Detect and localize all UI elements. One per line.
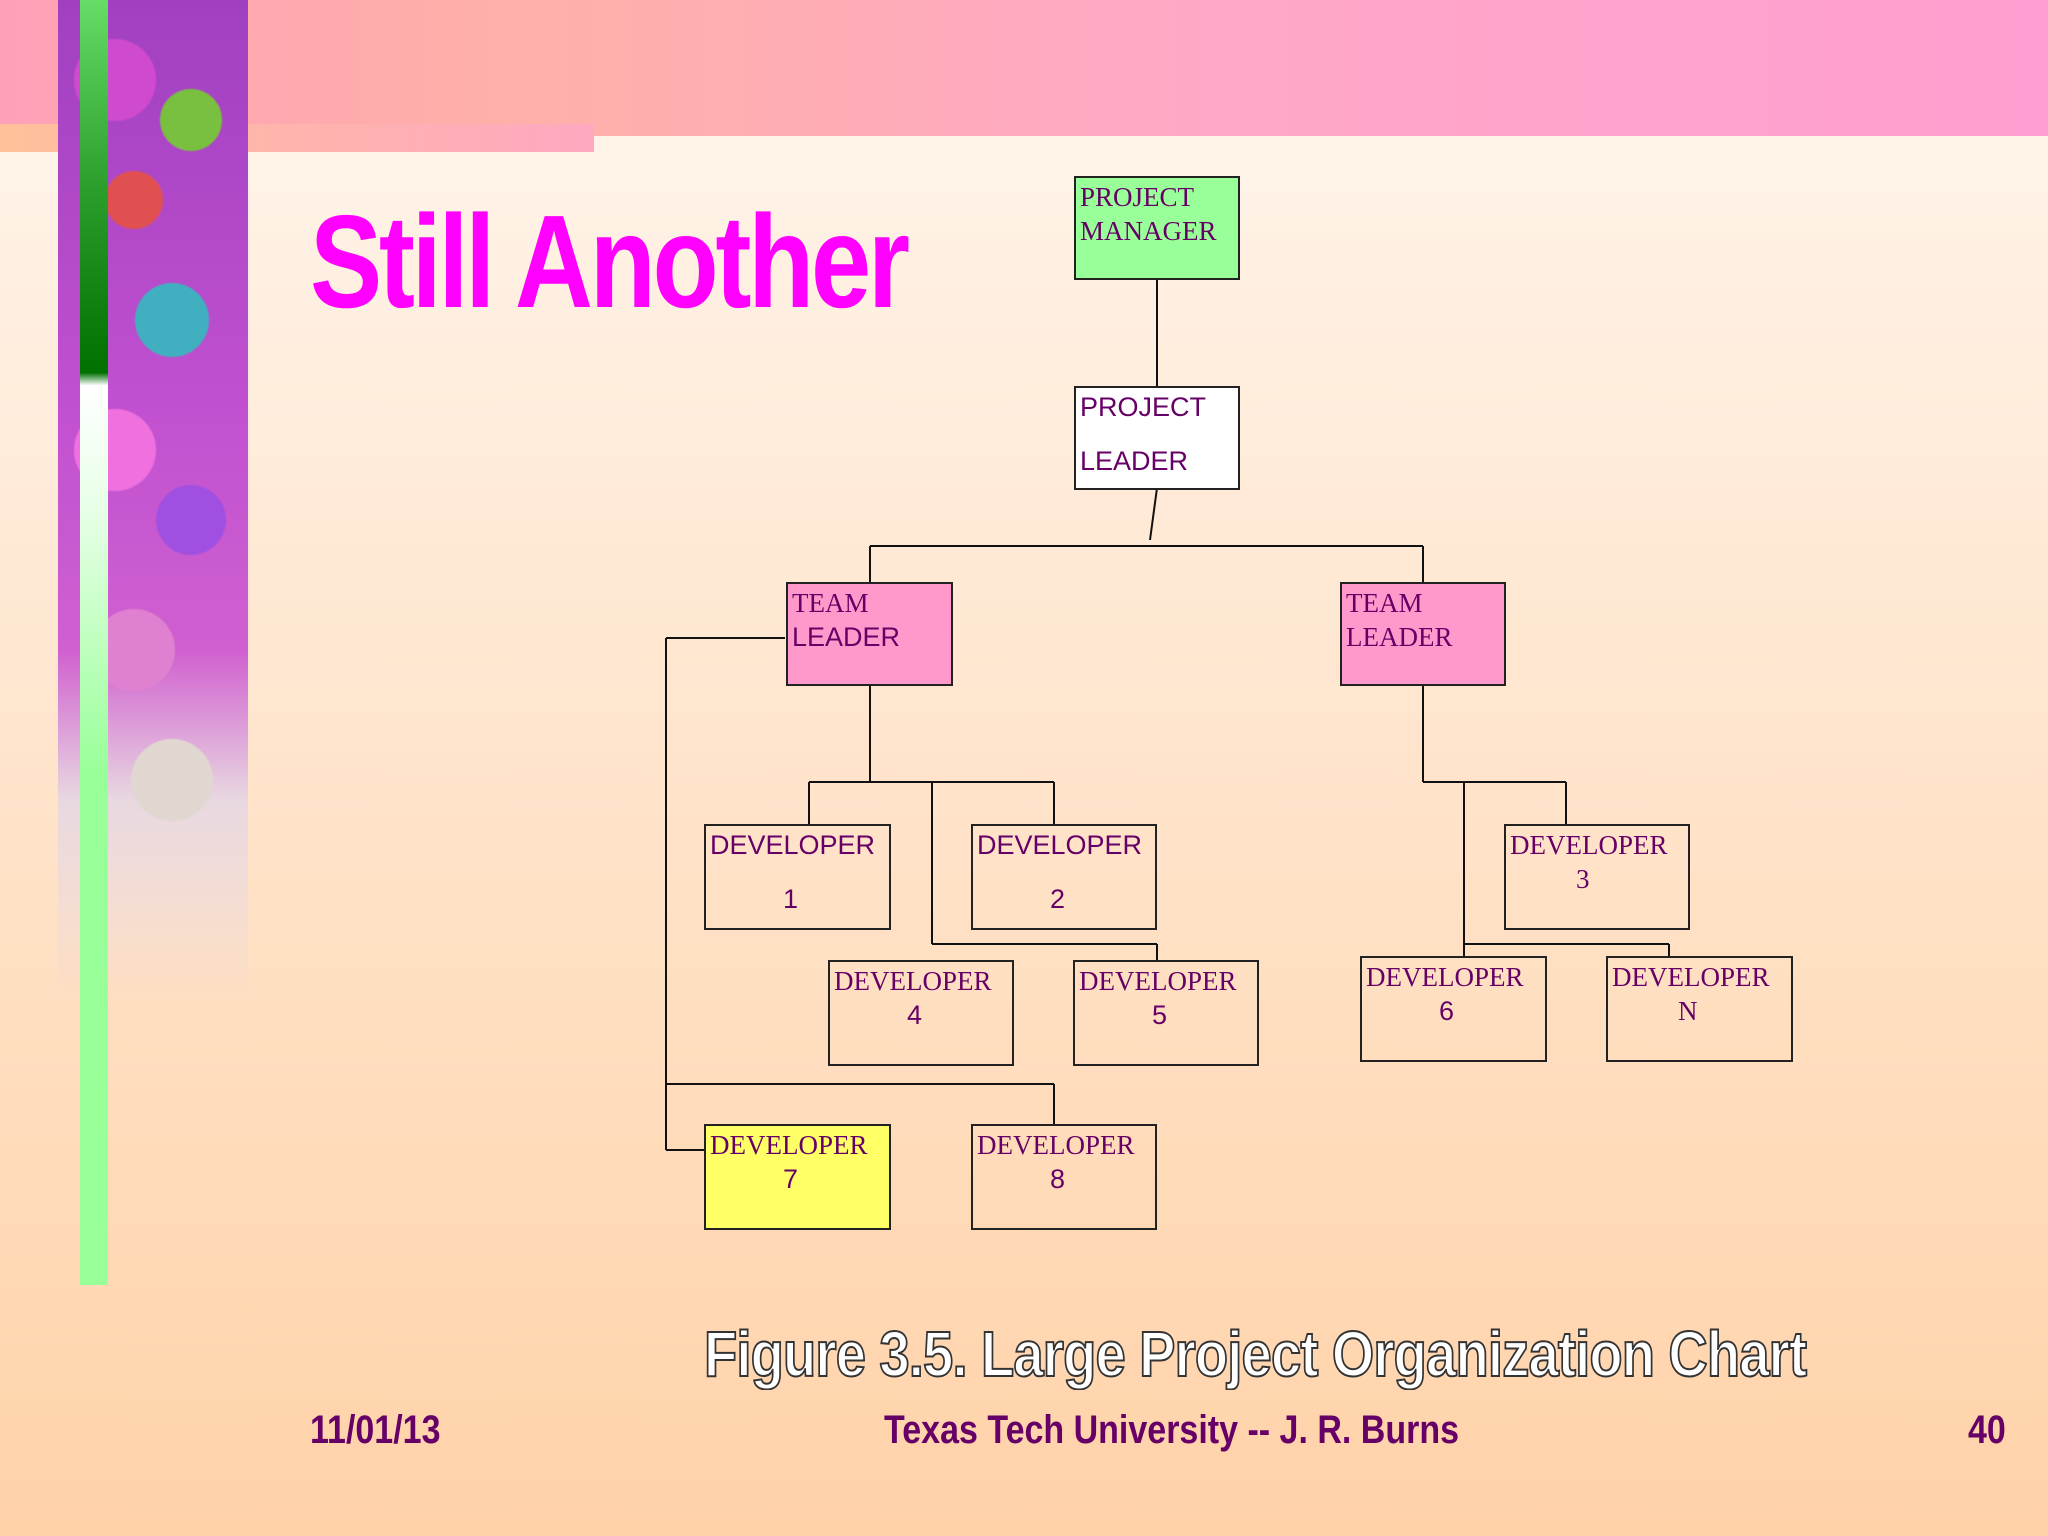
developer-3-line2: 3 [1576, 864, 1590, 894]
developer-n-box: DEVELOPER N [1606, 956, 1793, 1062]
developer-2-line1: DEVELOPER [977, 830, 1143, 860]
project-leader-line2: LEADER [1080, 446, 1189, 476]
developer-2-line2: 2 [1050, 884, 1066, 914]
developer-4-line2: 4 [907, 1000, 923, 1030]
team-leader-2-line1: TEAM [1346, 588, 1423, 618]
developer-6-line2: 6 [1439, 996, 1455, 1026]
developer-n-line1: DEVELOPER [1612, 962, 1770, 992]
developer-8-line1: DEVELOPER [977, 1130, 1135, 1160]
project-manager-line1: PROJECT [1080, 182, 1195, 212]
project-leader-box: PROJECT LEADER [1074, 386, 1240, 490]
connector-pl-bus [1149, 487, 1158, 541]
developer-5-line1: DEVELOPER [1079, 966, 1237, 996]
top-banner [0, 0, 2048, 136]
developer-8-box: DEVELOPER 8 [971, 1124, 1157, 1230]
footer-date: 11/01/13 [310, 1408, 441, 1452]
project-manager-line2: MANAGER [1080, 216, 1217, 246]
slide-title: Still Another [310, 188, 910, 335]
team-leader-1-line1: TEAM [792, 588, 869, 618]
developer-6-box: DEVELOPER 6 [1360, 956, 1547, 1062]
developer-1-box: DEVELOPER 1 [704, 824, 891, 930]
developer-n-line2: N [1678, 996, 1698, 1026]
team-leader-box-1: TEAM LEADER [786, 582, 953, 686]
project-leader-line1: PROJECT [1080, 392, 1207, 422]
developer-7-line1: DEVELOPER [710, 1130, 868, 1160]
project-manager-box: PROJECT MANAGER [1074, 176, 1240, 280]
developer-1-line1: DEVELOPER [710, 830, 876, 860]
footer-page-number: 40 [1968, 1408, 2006, 1452]
footer-center-text: Texas Tech University -- J. R. Burns [884, 1408, 1460, 1452]
developer-4-line1: DEVELOPER [834, 966, 992, 996]
figure-caption: Figure 3.5. Large Project Organization C… [703, 1318, 1808, 1390]
team-leader-2-line2: LEADER [1346, 622, 1453, 652]
developer-6-line1: DEVELOPER [1366, 962, 1524, 992]
developer-3-line1: DEVELOPER [1510, 830, 1668, 860]
developer-3-box: DEVELOPER 3 [1504, 824, 1690, 930]
team-leader-box-2: TEAM LEADER [1340, 582, 1506, 686]
developer-4-box: DEVELOPER 4 [828, 960, 1014, 1066]
developer-5-line2: 5 [1152, 1000, 1168, 1030]
developer-8-line2: 8 [1050, 1164, 1066, 1194]
developer-7-line2: 7 [783, 1164, 799, 1194]
team-leader-1-line2: LEADER [792, 622, 901, 652]
decorative-stripe [80, 0, 108, 1285]
developer-2-box: DEVELOPER 2 [971, 824, 1157, 930]
developer-7-box: DEVELOPER 7 [704, 1124, 891, 1230]
developer-1-line2: 1 [783, 884, 799, 914]
developer-5-box: DEVELOPER 5 [1073, 960, 1259, 1066]
